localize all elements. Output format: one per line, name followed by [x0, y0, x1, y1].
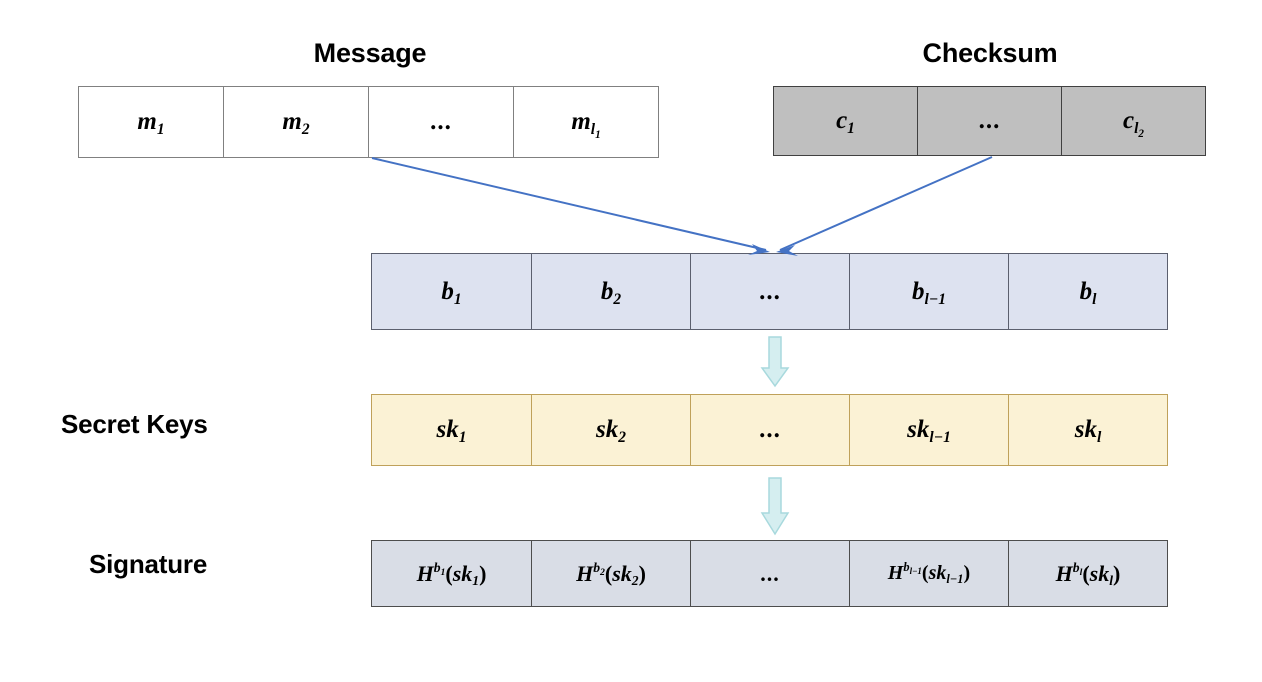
math-bl: bl — [1079, 277, 1097, 308]
math-c1: c1 — [836, 107, 855, 138]
checksum-cell-c1: c1 — [773, 86, 918, 156]
message-row: m1 m2 ... ml1 — [78, 86, 660, 158]
secret-keys-label: Secret Keys — [61, 409, 208, 439]
checksum-to-bits-arrow — [776, 156, 993, 256]
secret-keys-cell-skl1: skl−1 — [849, 394, 1009, 466]
checksum-title: Checksum — [922, 38, 1058, 68]
signature-cell-l1: Hbl−1(skl−1) — [849, 540, 1009, 607]
math-cl2: cl2 — [1123, 107, 1144, 140]
signature-label: Signature — [89, 549, 208, 579]
signature-row: Hb1(sk1) Hb2(sk2) ... Hbl−1(skl−1) Hbl(s… — [371, 540, 1172, 607]
bits-cell-bl1: bl−1 — [849, 253, 1009, 330]
math-sk2: sk2 — [596, 416, 626, 447]
secret-keys-to-signature-block-arrow — [760, 477, 790, 536]
signature-cell-2: Hb2(sk2) — [531, 540, 691, 607]
math-m2: m2 — [282, 108, 310, 139]
bits-cell-b1: b1 — [371, 253, 532, 330]
signature-cell-l: Hbl(skl) — [1008, 540, 1168, 607]
message-cell-ellipsis: ... — [368, 86, 514, 158]
math-m1: m1 — [137, 108, 165, 139]
math-ml1: ml1 — [571, 108, 601, 141]
math-b1: b1 — [441, 277, 462, 308]
bits-cell-b2: b2 — [531, 253, 691, 330]
math-skl1: skl−1 — [907, 416, 951, 447]
secret-keys-cell-ellipsis: ... — [690, 394, 850, 466]
signature-cell-1: Hb1(sk1) — [371, 540, 532, 607]
bits-cell-ellipsis: ... — [690, 253, 850, 330]
math-hash-2: Hb2(sk2) — [576, 560, 646, 589]
message-cell-ml1: ml1 — [513, 86, 659, 158]
checksum-row: c1 ... cl2 — [773, 86, 1208, 156]
math-hash-l: Hbl(skl) — [1055, 560, 1121, 589]
checksum-cell-ellipsis: ... — [917, 86, 1062, 156]
bits-to-secret-keys-block-arrow — [760, 336, 790, 388]
math-hash-1: Hb1(sk1) — [416, 560, 487, 589]
signature-cell-ellipsis: ... — [690, 540, 850, 607]
secret-keys-cell-sk2: sk2 — [531, 394, 691, 466]
message-to-bits-arrow — [371, 157, 770, 255]
message-title: Message — [313, 38, 427, 68]
math-b2: b2 — [600, 277, 622, 308]
bits-cell-bl: bl — [1008, 253, 1168, 330]
math-hash-l1: Hbl−1(skl−1) — [887, 560, 971, 587]
secret-keys-cell-sk1: sk1 — [371, 394, 532, 466]
checksum-cell-cl2: cl2 — [1061, 86, 1206, 156]
math-sk1: sk1 — [436, 416, 467, 447]
bits-row: b1 b2 ... bl−1 bl — [371, 253, 1172, 330]
message-cell-m1: m1 — [78, 86, 224, 158]
secret-keys-row: sk1 sk2 ... skl−1 skl — [371, 394, 1172, 466]
math-skl: skl — [1074, 416, 1102, 447]
secret-keys-cell-skl: skl — [1008, 394, 1168, 466]
message-cell-m2: m2 — [223, 86, 369, 158]
math-bl1: bl−1 — [912, 277, 946, 308]
